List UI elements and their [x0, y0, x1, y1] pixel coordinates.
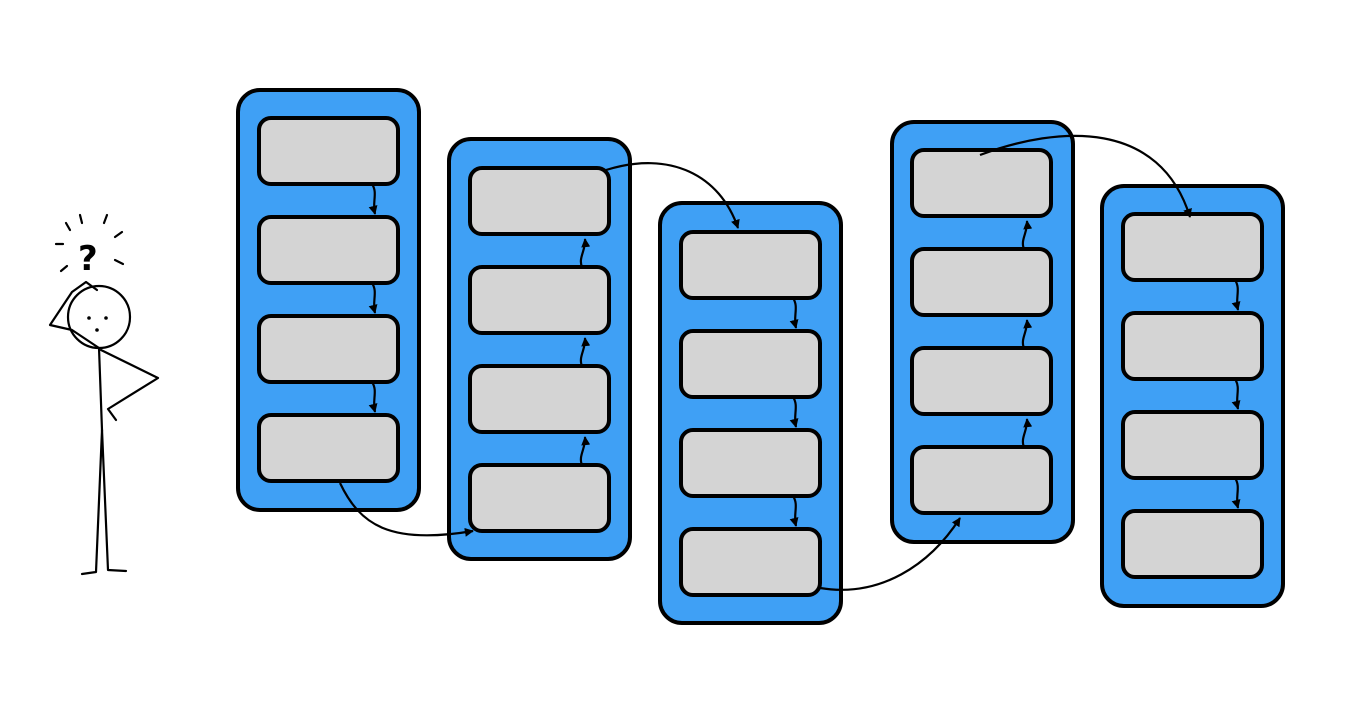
connector-c4-c5	[979, 134, 1192, 218]
question-mark-icon: ?	[78, 239, 98, 279]
column-2-box-4	[468, 463, 611, 533]
column-4-box-4	[910, 445, 1053, 515]
arrow-c5-1-2	[1231, 279, 1241, 311]
arrow-c1-1-2	[368, 183, 378, 215]
column-1-box-4	[257, 413, 400, 483]
column-3-box-1	[679, 230, 822, 300]
column-4-box-2	[910, 247, 1053, 317]
arrow-c4-3-2	[1021, 319, 1033, 349]
connector-c3-c4	[819, 517, 961, 591]
figure-arm-hip	[99, 348, 160, 422]
figure-head	[66, 284, 132, 350]
connector-c1-c2	[339, 482, 474, 537]
column-2-box-2	[468, 265, 611, 335]
arrow-c2-3-2	[579, 337, 591, 367]
column-5	[1100, 184, 1285, 608]
figure-leg-left	[80, 428, 104, 576]
column-5-box-1	[1121, 212, 1264, 282]
arrow-c1-3-4	[368, 381, 378, 413]
column-2	[447, 137, 632, 561]
arrow-c5-2-3	[1231, 378, 1241, 410]
column-3-box-2	[679, 329, 822, 399]
column-4	[890, 120, 1075, 544]
column-1-box-2	[257, 215, 400, 285]
arrow-c1-2-3	[368, 282, 378, 314]
internal-arrows	[368, 183, 1241, 527]
column-4-box-1	[910, 148, 1053, 218]
column-1-box-1	[257, 116, 400, 186]
column-3	[658, 201, 843, 625]
figure-face	[87, 316, 108, 332]
confused-stick-figure-icon: ?	[48, 213, 160, 576]
connector-c2-c3	[605, 162, 740, 229]
arrow-c4-2-1	[1021, 220, 1033, 250]
arrow-c3-1-2	[789, 297, 799, 329]
figure-arm-raised	[48, 280, 101, 350]
column-2-box-3	[468, 364, 611, 434]
figure-leg-right	[100, 428, 128, 573]
column-5-box-2	[1121, 311, 1264, 381]
column-2-box-1	[468, 166, 611, 236]
column-1-box-3	[257, 314, 400, 384]
column-5-box-3	[1121, 410, 1264, 480]
arrow-c4-4-3	[1021, 418, 1033, 448]
figure-torso	[97, 346, 104, 432]
column-3-box-4	[679, 527, 822, 597]
arrow-c2-4-3	[579, 436, 591, 466]
connector-arrows	[339, 134, 1192, 591]
arrow-c3-2-3	[789, 396, 799, 428]
column-4-box-3	[910, 346, 1053, 416]
column-3-box-3	[679, 428, 822, 498]
arrow-c5-3-4	[1231, 477, 1241, 509]
confusion-lines	[54, 213, 125, 273]
arrow-c2-2-1	[579, 238, 591, 268]
column-1	[236, 88, 421, 512]
arrow-c3-3-4	[789, 495, 799, 527]
column-5-box-4	[1121, 509, 1264, 579]
